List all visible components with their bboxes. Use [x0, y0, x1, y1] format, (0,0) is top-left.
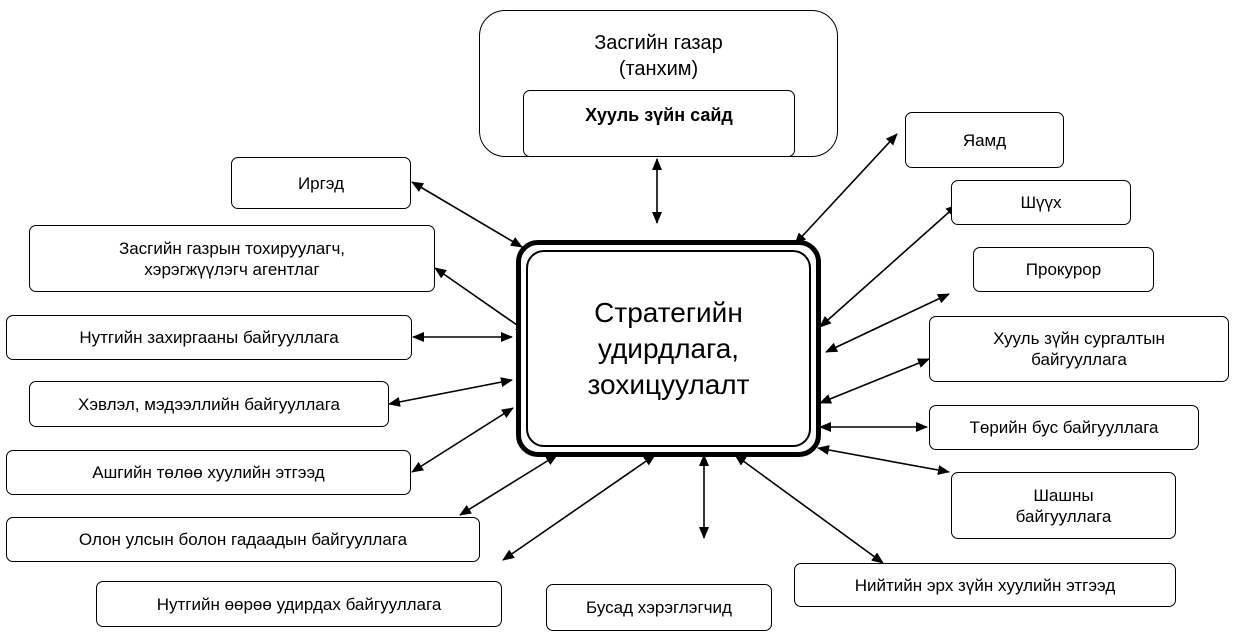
other-users-box: Бусад хэрэглэгчид: [546, 584, 772, 631]
arrow-public-legal: [734, 454, 884, 564]
international-orgs-box: Олон улсын болон гадаадын байгууллага: [6, 517, 480, 562]
regulatory-agency-box: Засгийн газрын тохируулагч, хэрэгжүүлэгч…: [29, 225, 435, 292]
court-box: Шүүх: [951, 180, 1131, 225]
local-administration-box: Нутгийн захиргааны байгууллага: [6, 315, 412, 360]
citizens-box: Иргэд: [231, 157, 411, 209]
media-box: Хэвлэл, мэдээллийн байгууллага: [29, 381, 389, 427]
arrow-local-self-gov: [502, 454, 656, 561]
arrow-legal-training: [819, 358, 930, 404]
center-node-label: Стратегийн удирдлага, зохицуулалт: [526, 250, 811, 447]
arrow-regulatory-agency: [434, 267, 528, 333]
arrow-ministry: [794, 133, 898, 245]
legal-training-orgs-box: Хууль зүйн сургалтын байгууллага: [929, 316, 1229, 382]
ministry-box: Яамд: [905, 112, 1064, 168]
arrow-media: [388, 377, 513, 407]
arrow-citizens: [411, 181, 523, 248]
arrow-for-profit: [411, 407, 514, 473]
religious-orgs-box: Шашны байгууллага: [951, 472, 1176, 539]
arrow-religious: [817, 445, 950, 475]
justice-minister-box: Хууль зүйн сайд: [523, 90, 795, 157]
arrow-court: [819, 204, 958, 328]
ngos-box: Төрийн бус байгууллага: [929, 405, 1199, 450]
prosecutor-box: Прокурор: [973, 247, 1154, 292]
for-profit-entities-box: Ашгийн төлөө хуулийн этгээд: [6, 450, 411, 495]
local-self-government-box: Нутгийн өөрөө удирдах байгууллага: [96, 581, 502, 627]
government-title: Засгийн газар (танхим): [594, 32, 723, 80]
arrow-international: [459, 454, 558, 516]
public-legal-entities-box: Нийтийн эрх зүйн хуулийн этгээд: [794, 563, 1176, 607]
